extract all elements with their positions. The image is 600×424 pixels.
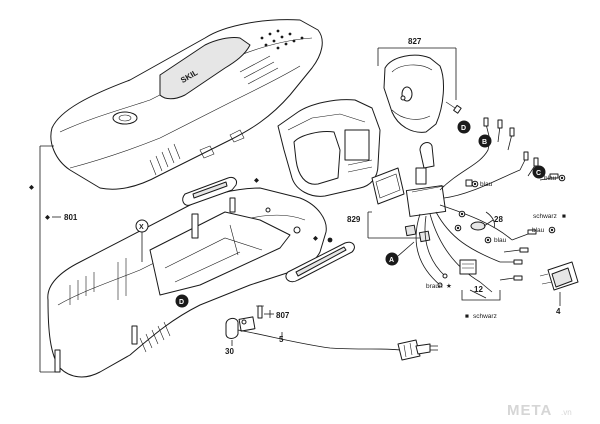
marker-d-bottom: D (175, 294, 189, 308)
upper-gasket (182, 177, 237, 206)
square-symbol-1: ■ (562, 213, 566, 220)
diamond-symbol-4: ◆ (45, 214, 51, 221)
svg-text:D: D (461, 125, 466, 132)
marker-d-top: D (457, 120, 471, 134)
star-symbol: ★ (446, 282, 452, 290)
svg-text:D: D (179, 299, 184, 306)
wire-label-blau-b: blau (480, 181, 493, 188)
wire-label-blau-mid: blau (494, 237, 507, 244)
diamond-symbol-3: ◆ (29, 184, 35, 191)
capacitor-block (404, 142, 447, 243)
part-28-label: 28 (494, 215, 503, 224)
wire-label-schwarz-c: schwarz (533, 213, 557, 220)
watermark-text: META (507, 402, 552, 419)
wire-label-schwarz-bottom: schwarz (473, 313, 497, 320)
rear-cover (383, 54, 462, 133)
top-cover: SKIL (50, 19, 323, 190)
wire-label-blau-c2: blau (532, 227, 545, 234)
power-cord (237, 329, 438, 361)
frame-829 (371, 167, 405, 205)
strain-relief (225, 305, 264, 339)
part-12-label: 12 (474, 285, 483, 294)
wire-label-braun: braun (426, 283, 443, 290)
watermark-suffix: .vn (561, 408, 572, 417)
diamond-symbol-1: ◆ (254, 177, 260, 184)
rocker-switch (539, 261, 579, 291)
svg-text:A: A (389, 257, 394, 264)
marker-x: X (135, 219, 149, 233)
part-4-label: 4 (556, 307, 561, 316)
svg-text:X: X (139, 224, 144, 231)
part-827-label: 827 (408, 37, 422, 46)
part-829-label: 829 (347, 215, 361, 224)
svg-text:B: B (482, 139, 487, 146)
marker-b: B (478, 134, 492, 148)
part-5-label: 5 (279, 335, 284, 344)
svg-text:C: C (536, 170, 541, 177)
marker-c: C (532, 165, 546, 179)
square-symbol-2: ■ (465, 313, 469, 320)
marker-a: A (385, 252, 399, 266)
wire-label-blau-c1: blau (544, 175, 557, 182)
wire-harness (415, 117, 559, 299)
part-807-label: 807 (276, 311, 290, 320)
diamond-symbol-2: ◆ (313, 235, 319, 242)
lower-gasket (285, 241, 355, 283)
part-30-label: 30 (225, 347, 234, 356)
part-801-label: 801 (64, 213, 78, 222)
base-housing (47, 187, 327, 378)
fan-duct (277, 99, 381, 197)
